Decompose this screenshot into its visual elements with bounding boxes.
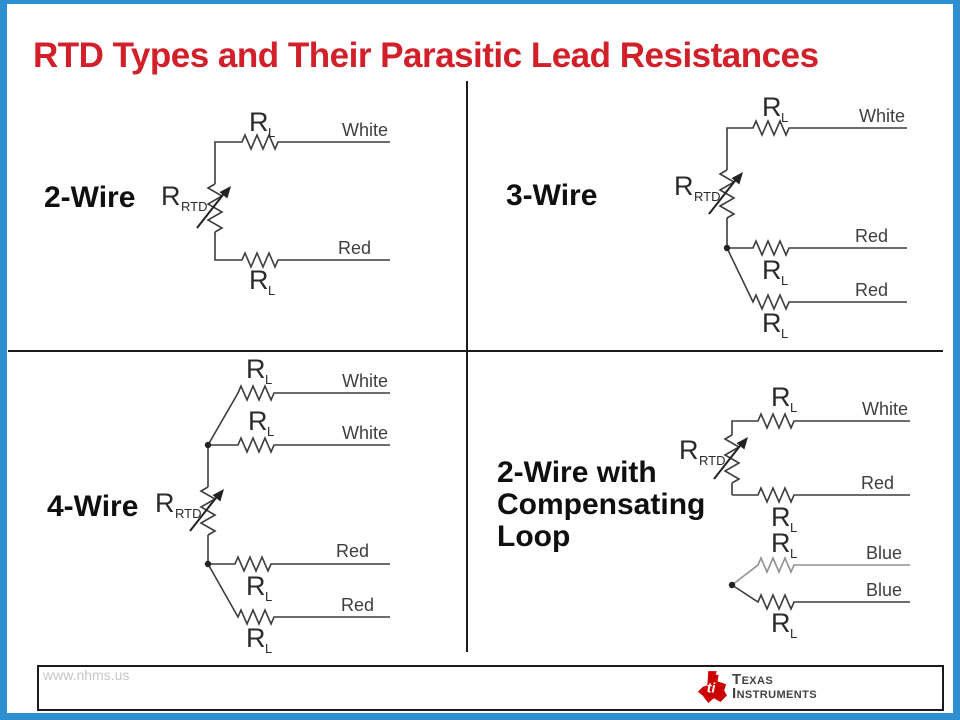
rrtd-symbol: R [155,488,175,518]
rl-subscript: L [790,400,797,415]
lead-label: Red [855,280,888,300]
circuit-4-wire: 4-Wire R L White R L White R RTD Red R L… [47,354,390,656]
quadrant-label-line1: 2-Wire with [497,456,657,489]
rl-subscript: L [790,520,797,535]
wire-bottom [214,232,390,270]
rl-symbol: R [246,571,266,601]
rl-subscript: L [268,283,275,298]
rrtd-symbol: R [161,181,181,211]
wire-white-2 [208,435,390,455]
rtd-arrow-icon [196,190,227,229]
wire-red-2 [726,247,907,312]
rtd-arrowhead-icon [731,172,743,185]
wire-red-1 [208,554,390,574]
rl-subscript: L [790,546,797,561]
rl-symbol: R [762,308,782,338]
lead-label: Blue [866,543,902,563]
junction-dot [728,581,736,589]
rtd-arrow-icon [713,441,744,480]
rl-symbol: R [771,528,791,558]
rl-subscript: L [781,326,788,341]
footer-box: www.nhms.us ti Texas Instruments [37,665,944,711]
junction-dot [204,560,212,568]
lead-label: Red [861,473,894,493]
circuit-3-wire: 3-Wire R L White R RTD Red R L Red R L [506,92,907,341]
wire-top [731,411,910,435]
rl-subscript: L [781,110,788,125]
rl-symbol: R [246,623,266,653]
lead-label: White [859,106,905,126]
rtd-arrowhead-icon [219,186,231,199]
lead-label: White [342,371,388,391]
rtd-symbol [723,434,741,484]
rl-symbol: R [246,354,266,384]
watermark-text: www.nhms.us [43,667,130,683]
rl-symbol: R [771,608,791,638]
rl-symbol: R [762,255,782,285]
lead-label: White [862,399,908,419]
quadrant-label: 2-Wire [44,181,135,214]
texas-instruments-logo: ti Texas Instruments [697,670,817,704]
lead-label: Red [855,226,888,246]
rrtd-subscript: RTD [694,189,720,204]
wire-top [214,132,390,184]
rrtd-symbol: R [679,435,699,465]
wire-top [726,118,907,170]
lead-label: Blue [866,580,902,600]
rl-symbol: R [771,502,791,532]
rtd-arrow-icon [708,176,739,215]
rrtd-subscript: RTD [175,506,201,521]
rl-subscript: L [781,273,788,288]
wire-red-2 [207,563,390,627]
junction-dot [723,244,731,252]
circuit-2-wire: 2-Wire R L White R RTD Red R L [44,107,390,298]
ti-wordmark: Texas Instruments [732,671,817,702]
lead-label: Red [336,541,369,561]
quadrant-label-line2: Compensating [497,488,705,521]
rtd-symbol [718,169,736,219]
rl-subscript: L [268,125,275,140]
rl-subscript: L [265,372,272,387]
wire-white-1 [207,383,390,446]
wire-loop-blue-2 [731,584,910,612]
rtd-symbol [199,486,217,536]
circuit-2-wire-compensating-loop: 2-Wire with Compensating Loop R L White … [497,382,910,641]
lead-label: Red [341,595,374,615]
rl-subscript: L [790,626,797,641]
rl-symbol: R [249,107,269,137]
junction-dot [204,441,212,449]
ti-monogram: ti [707,680,717,696]
rtd-symbol [206,183,224,233]
wire-loop-blue-1 [731,555,910,586]
rl-symbol: R [249,265,269,295]
rl-subscript: L [265,641,272,656]
lead-label: White [342,120,388,140]
quadrant-label: 4-Wire [47,490,138,523]
rrtd-subscript: RTD [699,453,725,468]
ti-wordmark-line2: Instruments [732,685,817,702]
lead-label: White [342,423,388,443]
wire-bottom [732,485,910,505]
ti-wordmark-line1: Texas [732,671,774,688]
quadrant-label: 3-Wire [506,179,597,212]
wire-red-1 [727,238,907,258]
rrtd-subscript: RTD [181,199,207,214]
rl-subscript: L [265,589,272,604]
rrtd-symbol: R [674,171,694,201]
slide-title: RTD Types and Their Parasitic Lead Resis… [33,36,819,75]
rl-symbol: R [762,92,782,122]
rl-subscript: L [267,424,274,439]
rl-symbol: R [248,406,268,436]
lead-label: Red [338,238,371,258]
rtd-arrowhead-icon [736,437,748,450]
texas-map-icon: ti [697,671,727,703]
quadrant-label-line3: Loop [497,520,570,553]
rtd-arrowhead-icon [212,489,224,502]
rl-symbol: R [771,382,791,412]
rtd-arrow-icon [189,493,220,532]
